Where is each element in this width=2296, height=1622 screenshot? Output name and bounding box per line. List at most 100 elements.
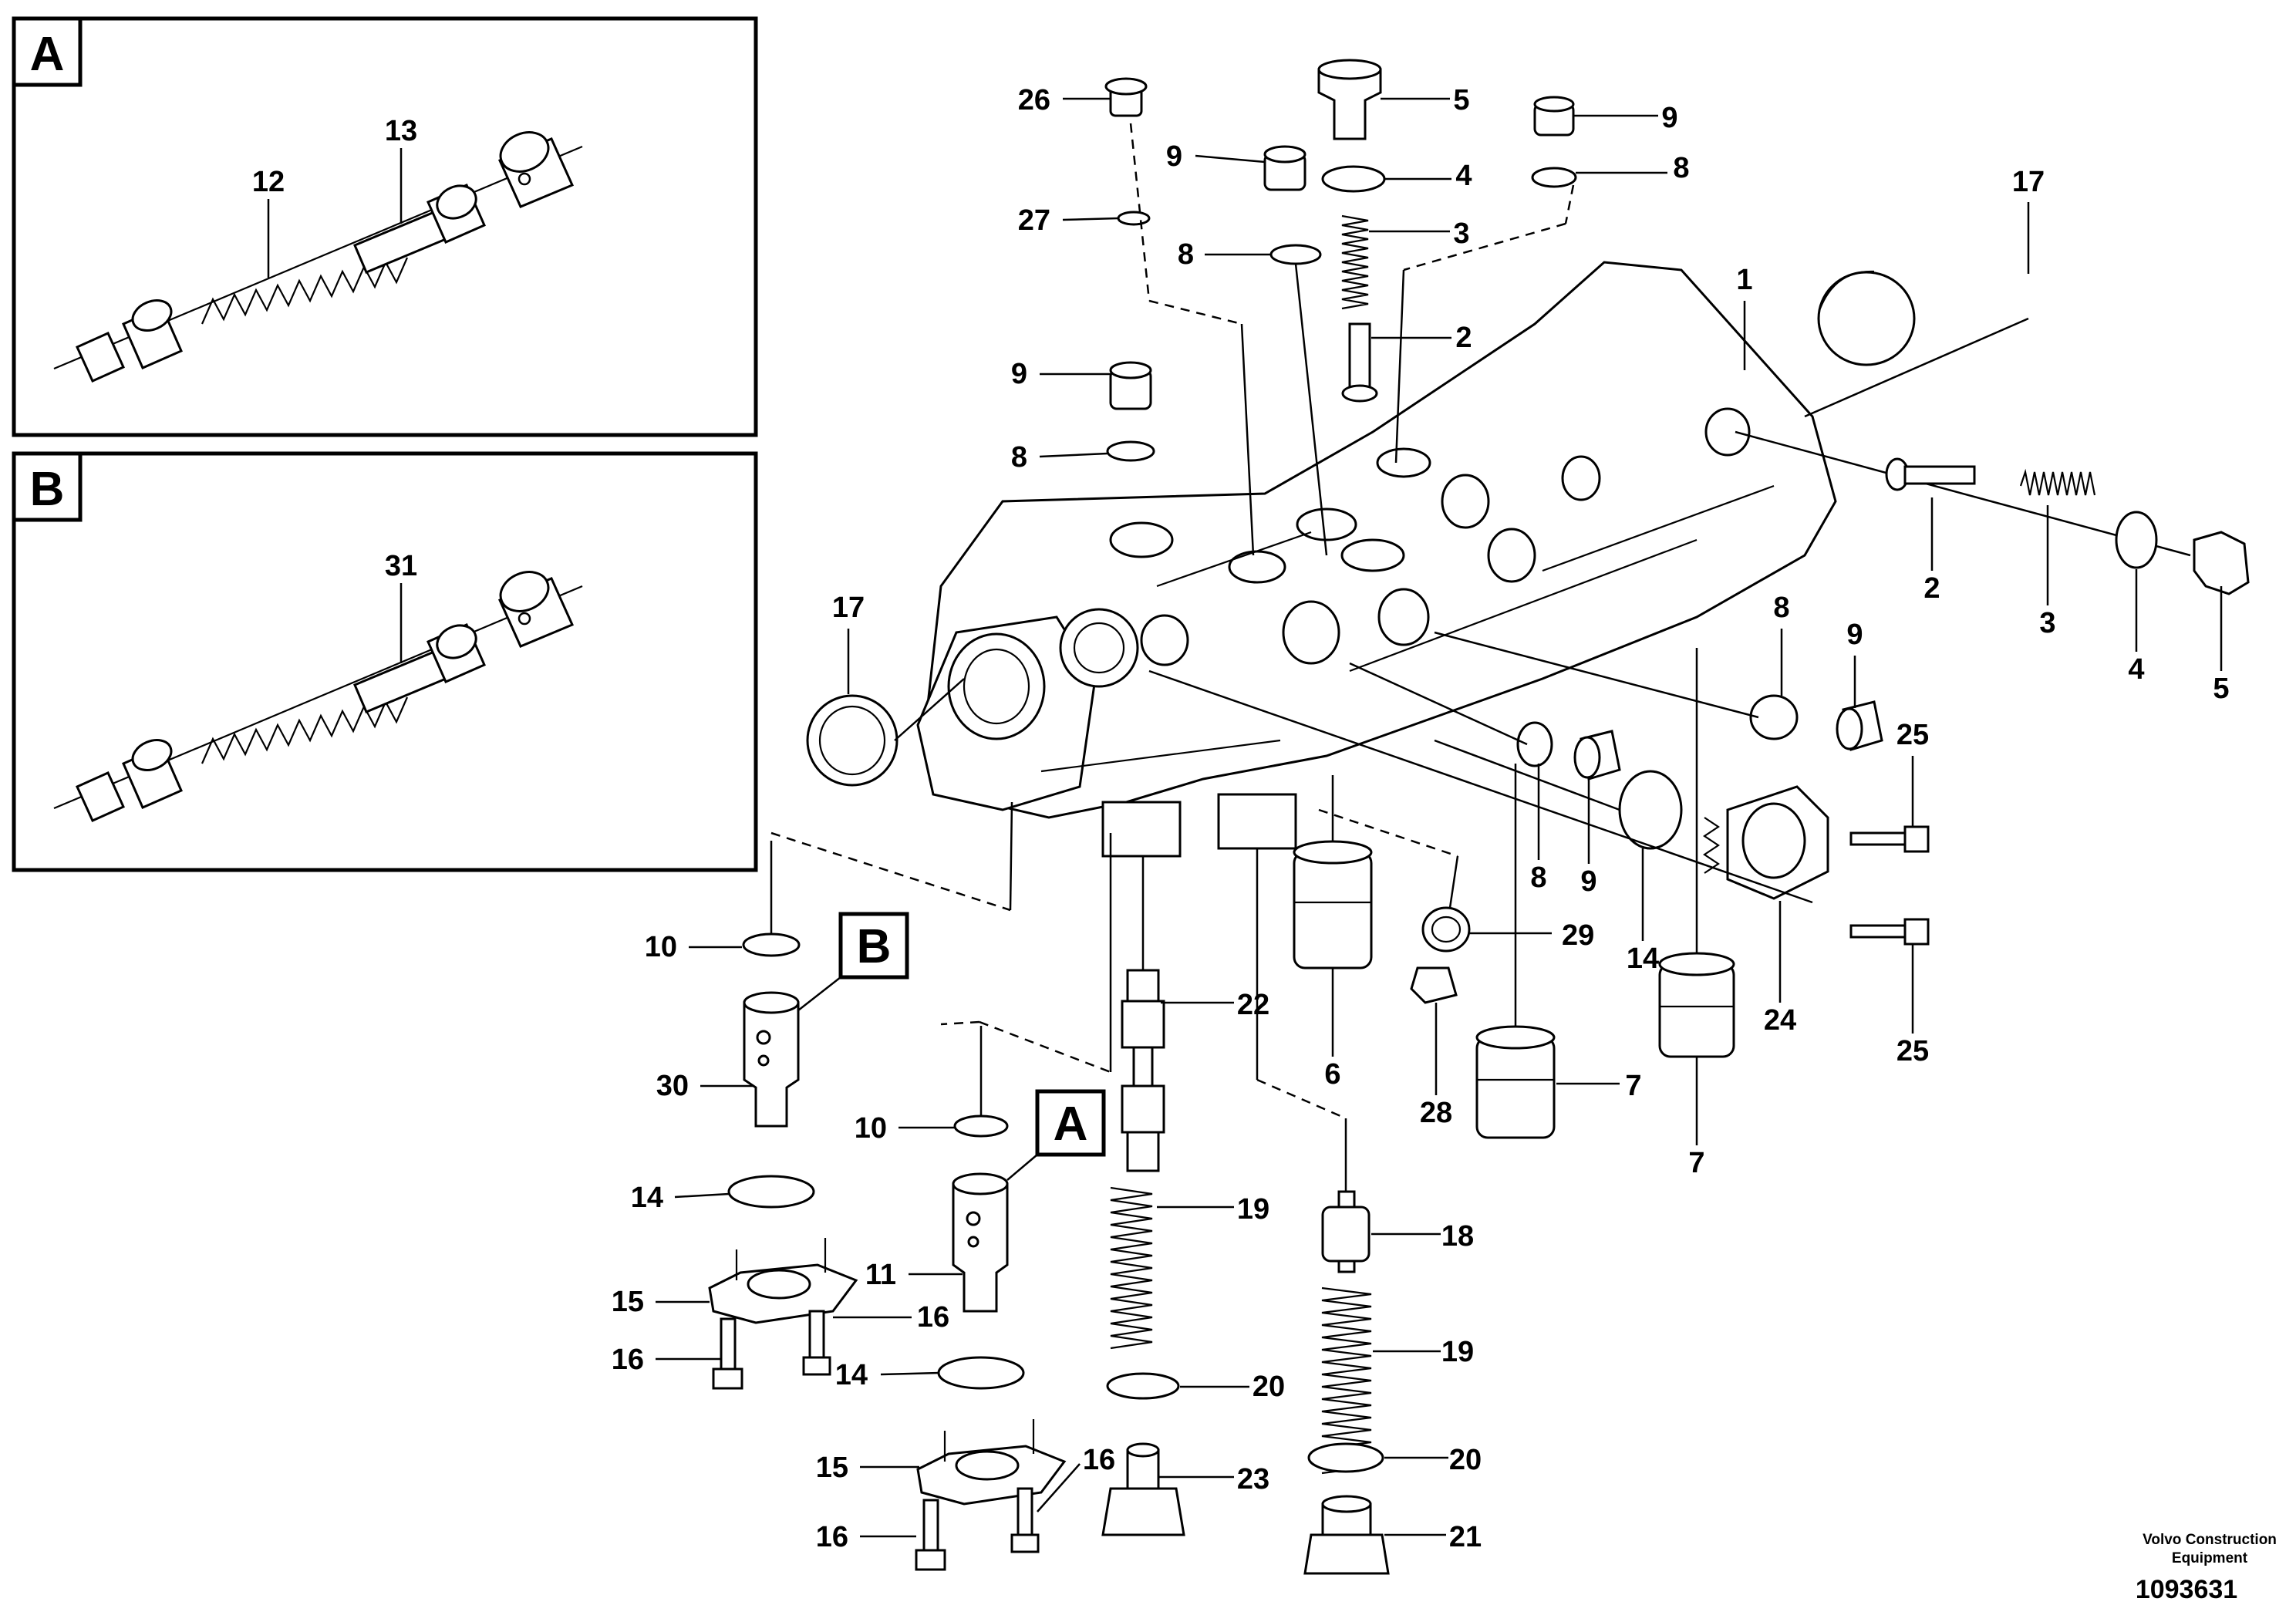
inset-b: B 31 — [12, 451, 758, 872]
part-14-ring-b — [727, 1175, 815, 1209]
callout-label-4: 4 — [1455, 160, 1472, 192]
callout-label-16: 16 — [1083, 1444, 1115, 1476]
part-9-plug-b — [1533, 96, 1575, 137]
callout-label-30: 30 — [656, 1070, 689, 1102]
callout-label-14: 14 — [1627, 943, 1659, 975]
callout-leader — [1037, 1463, 1081, 1512]
callout-leader — [1062, 217, 1119, 221]
callout-label-27: 27 — [1018, 204, 1050, 237]
part-8-ring-low — [1516, 721, 1553, 767]
part-14-ring-right — [1618, 770, 1683, 850]
part-25-bolt-lower — [1849, 918, 1930, 946]
part-2-piston-top — [1341, 322, 1378, 403]
callout-label-21: 21 — [1449, 1521, 1482, 1553]
part-2-piston-right — [1885, 457, 1976, 491]
callout-label-17: 17 — [832, 592, 865, 624]
part-7-sleeve-b — [1658, 952, 1735, 1058]
callout-label-2: 2 — [1455, 322, 1472, 354]
part-9-plug-mid — [1836, 700, 1883, 751]
brand-line-2: Equipment — [2172, 1550, 2248, 1566]
svg-text:B: B — [857, 920, 892, 973]
spring-12 — [201, 257, 409, 325]
callout-label-28: 28 — [1420, 1097, 1452, 1129]
callout-label-9: 9 — [1661, 102, 1677, 134]
part-6-sleeve — [1293, 840, 1373, 969]
part-16-bolt-b1 — [802, 1310, 831, 1376]
part-14-ring-a — [937, 1356, 1025, 1390]
callout-label-16: 16 — [816, 1521, 848, 1553]
part-8-ring-b — [1531, 167, 1577, 188]
label-31: 31 — [385, 550, 417, 582]
detail-tag-a: A — [1006, 1089, 1106, 1181]
callout-label-23: 23 — [1237, 1463, 1269, 1496]
part-22-spool — [1121, 969, 1165, 1172]
part-9-plug-c — [1109, 361, 1152, 410]
part-19-spring-right — [1321, 1286, 1372, 1475]
part-3-spring-right — [2019, 468, 2096, 496]
part-11-valve — [952, 1172, 1009, 1313]
callout-label-8: 8 — [1530, 862, 1546, 894]
inset-b-key: B — [30, 463, 65, 516]
callout-label-26: 26 — [1018, 84, 1050, 116]
svg-text:A: A — [1054, 1098, 1088, 1151]
callout-label-7: 7 — [1688, 1147, 1704, 1179]
callout-label-20: 20 — [1253, 1371, 1285, 1403]
callout-leader — [880, 1371, 940, 1376]
valve-housing — [916, 261, 1837, 858]
part-18-spool — [1321, 1190, 1371, 1273]
callout-label-9: 9 — [1580, 865, 1596, 898]
part-29-ring — [1421, 906, 1471, 953]
callout-label-20: 20 — [1449, 1444, 1482, 1476]
label-13: 13 — [385, 115, 417, 147]
callout-label-5: 5 — [2213, 673, 2229, 705]
callout-label-25: 25 — [1896, 1035, 1929, 1067]
part-16-bolt-a1 — [1010, 1487, 1040, 1553]
callout-leader — [1195, 154, 1266, 164]
inset-a: A 12 13 — [12, 16, 758, 437]
footer: Volvo Construction Equipment 1093631 — [2136, 1532, 2277, 1604]
part-9-plug-a — [1263, 145, 1306, 191]
callout-label-5: 5 — [1453, 84, 1469, 116]
callout-label-9: 9 — [1846, 619, 1863, 651]
label-12: 12 — [252, 166, 285, 198]
part-28-plug — [1410, 966, 1458, 1004]
part-8-ring-mid — [1749, 694, 1799, 740]
callout-label-25: 25 — [1896, 719, 1929, 751]
part-9-plug-low — [1573, 730, 1621, 781]
part-19-spring-left — [1110, 1186, 1153, 1350]
part-16-bolt-b2 — [712, 1317, 743, 1390]
part-10-ring-a — [953, 1114, 1009, 1138]
callout-label-9: 9 — [1166, 140, 1182, 173]
callout-label-15: 15 — [816, 1452, 848, 1484]
callout-label-22: 22 — [1237, 989, 1269, 1021]
callout-label-19: 19 — [1237, 1193, 1269, 1226]
inset-a-key: A — [30, 28, 65, 81]
part-15-flange-a — [916, 1419, 1067, 1506]
callout-label-14: 14 — [835, 1359, 868, 1391]
callout-label-10: 10 — [645, 931, 677, 963]
doc-number: 1093631 — [2136, 1575, 2237, 1604]
callout-label-6: 6 — [1324, 1058, 1340, 1091]
callout-label-19: 19 — [1441, 1336, 1474, 1368]
part-17-cap-right — [1817, 270, 1916, 366]
part-20-ring-left — [1106, 1372, 1180, 1400]
callout-label-9: 9 — [1011, 358, 1027, 390]
part-4-ring-top — [1321, 165, 1386, 193]
part-30-valve — [743, 991, 800, 1128]
callout-label-29: 29 — [1562, 919, 1594, 952]
callout-label-8: 8 — [1673, 152, 1689, 184]
callout-leader — [1039, 452, 1108, 458]
callout-label-18: 18 — [1441, 1220, 1474, 1253]
part-26-plug — [1104, 77, 1148, 117]
callout-label-8: 8 — [1011, 441, 1027, 474]
callout-label-16: 16 — [917, 1301, 949, 1334]
part-8-ring-c — [1106, 440, 1155, 462]
callout-label-16: 16 — [612, 1344, 644, 1376]
part-15-flange-b — [708, 1238, 858, 1324]
callout-label-3: 3 — [1453, 218, 1469, 250]
part-20-ring-right — [1307, 1442, 1384, 1473]
callout-label-17: 17 — [2012, 166, 2045, 198]
callout-label-1: 1 — [1736, 264, 1752, 296]
part-5-plug-right — [2193, 531, 2250, 595]
